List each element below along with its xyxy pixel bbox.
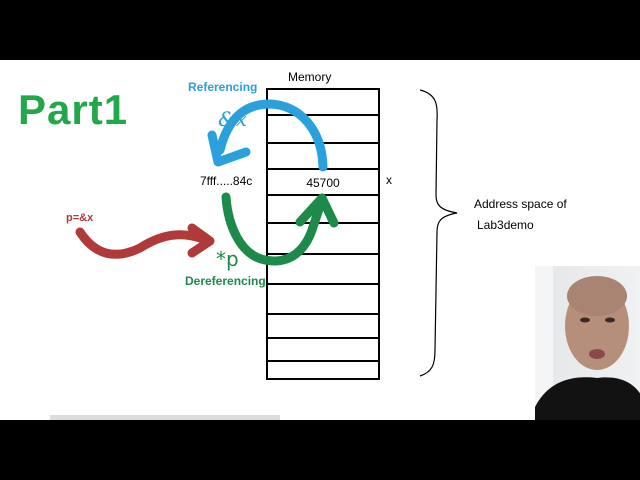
address-space-brace-icon [419, 89, 458, 377]
referencing-arrow-icon [207, 99, 328, 172]
memory-cell-x-value: 45700 [306, 176, 340, 190]
dereferencing-label: Dereferencing [185, 274, 266, 288]
memory-row-divider [268, 337, 378, 339]
annotation-layer: &x *p [75, 89, 458, 377]
memory-table: 45700 [266, 88, 380, 380]
pointer-arrow-icon [75, 223, 215, 259]
lecture-slide: Part1 Memory Referencing Dereferencing 7… [0, 60, 640, 420]
memory-label: Memory [288, 70, 332, 84]
address-space-label: Address space of Lab3demo [474, 194, 567, 236]
dereferencing-annotation: *p [216, 247, 239, 271]
referencing-annotation: &x [218, 107, 247, 131]
memory-row-divider [268, 283, 378, 285]
pointer-assignment-label: p=&x [66, 212, 94, 224]
presenter-avatar-icon [535, 266, 640, 420]
address-space-line1: Address space of [474, 197, 567, 211]
memory-row-divider [268, 114, 378, 116]
presenter-webcam [535, 266, 640, 420]
memory-row-divider [268, 253, 378, 255]
memory-row-divider [268, 222, 378, 224]
address-space-line2: Lab3demo [477, 218, 534, 232]
dereferencing-arrow-icon [221, 192, 339, 266]
variable-x-label: x [386, 173, 392, 187]
slide-title: Part1 [18, 86, 129, 133]
memory-row-divider [268, 360, 378, 362]
memory-row-divider [268, 313, 378, 315]
slide-footer-strip [50, 415, 280, 420]
address-label: 7fff.....84c [200, 174, 253, 188]
referencing-label: Referencing [188, 80, 258, 94]
